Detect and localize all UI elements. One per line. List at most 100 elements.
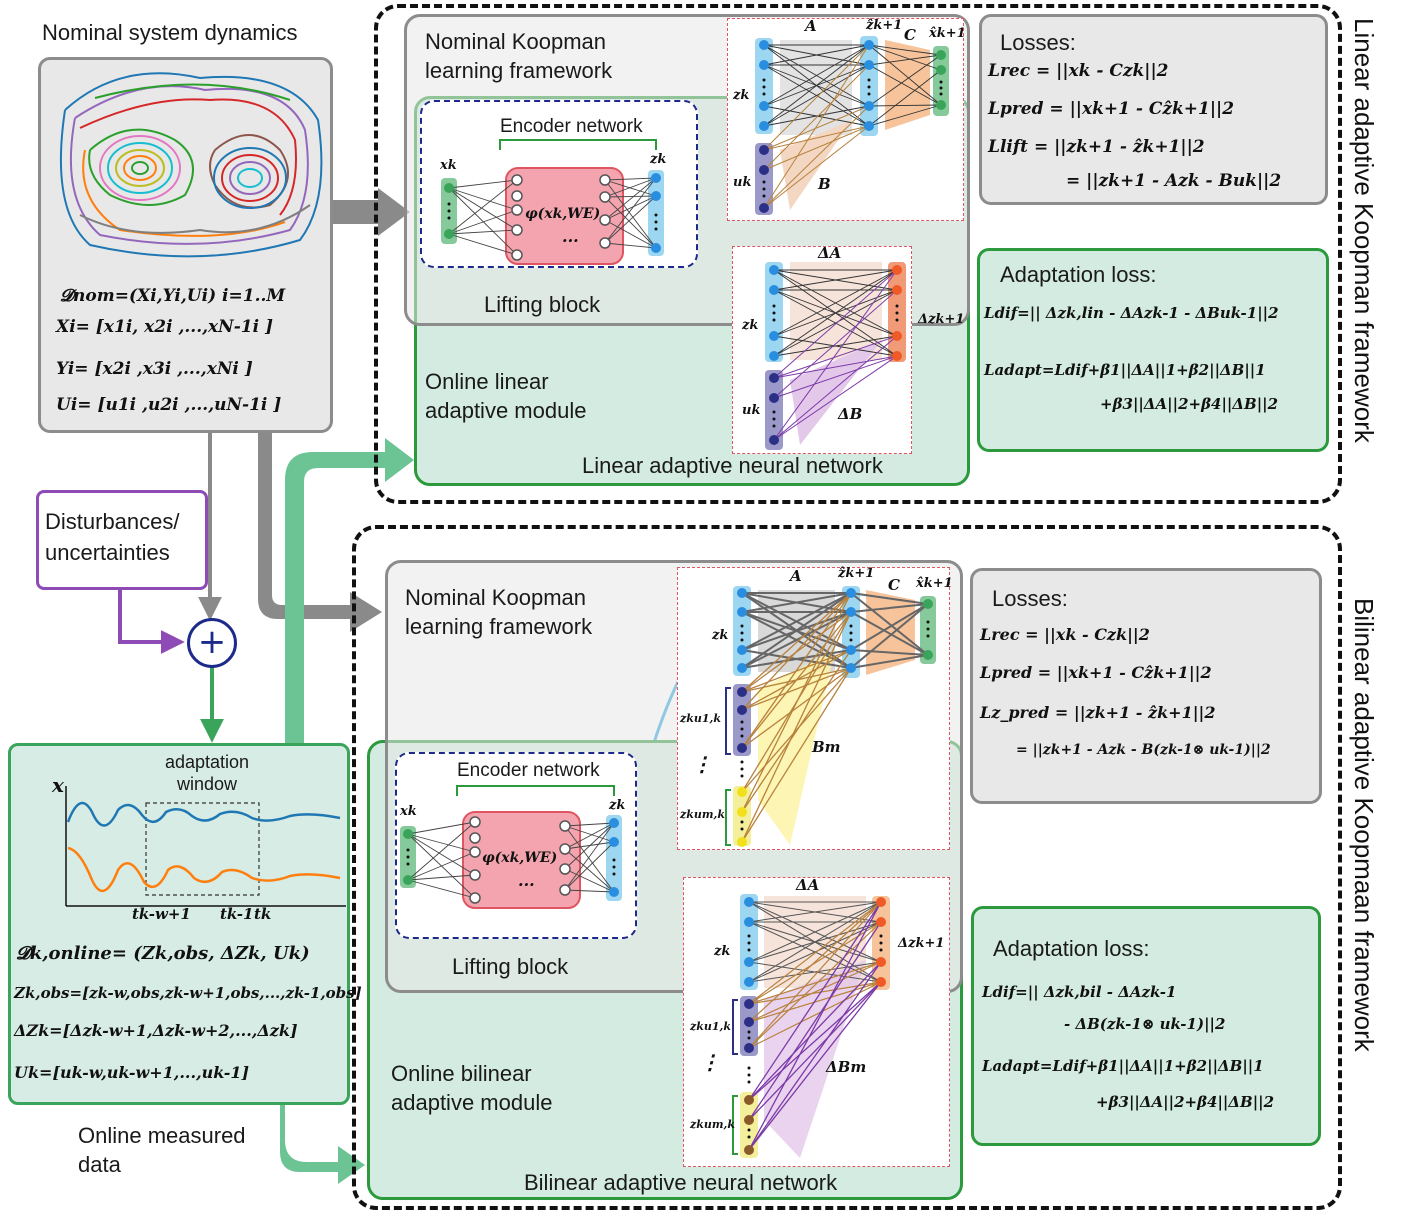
bilinear-loss-rec: Lrec = ||xk - Czk||2 [980, 625, 1150, 644]
sum-symbol: + [197, 622, 227, 662]
bilinear-net-zk: zk [712, 628, 729, 643]
linear-loss-lift2: = ||zk+1 - Azk - Buk||2 [1066, 171, 1282, 191]
adaptation-window-label: adaptation window [164, 752, 250, 794]
linear-adapt-adapt2: +β3||ΔA||2+β4||ΔB||2 [1100, 395, 1279, 413]
bilinear-phi-ellipsis: ... [518, 871, 535, 890]
linear-loss-pred: Lpred = ||xk+1 - Cẑk+1||2 [988, 99, 1235, 119]
bilinear-side-title: Bilinear adaptive Koopmaan framework [1349, 598, 1379, 1052]
bilinear-net-A: A [790, 567, 802, 585]
bilinear-net-zk2: zk [714, 944, 731, 959]
bilinear-loss-zpred2: = ||zk+1 - Azk - B(zk-1⊗ uk-1)||2 [1016, 742, 1271, 758]
bilinear-adapt-adapt2: +β3||ΔA||2+β4||ΔB||2 [1096, 1093, 1275, 1111]
linear-adapt-box [977, 248, 1329, 452]
bilinear-adapt-title: Adaptation loss: [993, 936, 1150, 961]
nominal-title: Nominal system dynamics [42, 20, 298, 45]
tick-k-minus-1: tk-1 [220, 905, 254, 923]
bilinear-loss-zpred1: Lz_pred = ||zk+1 - ẑk+1||2 [980, 703, 1216, 722]
linear-net-zk2: zk [742, 318, 759, 333]
linear-framework-frame [374, 4, 1342, 504]
bilinear-enc-zk: zk [609, 798, 626, 813]
disturbance-box: Disturbances/ uncertainties [36, 490, 208, 590]
bilinear-net-xhat: x̂k+1 [916, 576, 953, 591]
bilinear-adapt-box [971, 906, 1321, 1146]
bilinear-adapt-dif2: - ΔB(zk-1⊗ uk-1)||2 [1064, 1015, 1226, 1033]
linear-net-zk: zk [733, 88, 750, 103]
linear-net-A: A [805, 17, 817, 35]
bilinear-loss-pred: Lpred = ||xk+1 - Cẑk+1||2 [980, 663, 1212, 682]
online-eq-D: 𝓓k,online= (Zk,obs, ΔZk, Uk) [16, 943, 310, 964]
linear-net-uk2: uk [742, 403, 761, 418]
linear-net-dA: ΔA [818, 244, 842, 262]
linear-net-uk: uk [733, 175, 752, 190]
online-eq-dZ: ΔZk=[Δzk-w+1,Δzk-w+2,...,Δzk] [14, 1021, 298, 1040]
nominal-eq-Y: Yi= [x2i ,x3i ,...,xNi ] [56, 359, 253, 379]
online-axis-x: x [52, 773, 64, 797]
linear-enc-zk: zk [650, 152, 667, 167]
linear-network-label: Linear adaptive neural network [582, 453, 883, 478]
gray-arrow-linear [333, 188, 410, 236]
linear-adapt-adapt1: Ladapt=Ldif+β1||ΔA||1+β2||ΔB||1 [984, 361, 1266, 379]
linear-phi-ellipsis: ... [562, 227, 579, 246]
bilinear-net-vdots: ⋮ [692, 752, 712, 776]
tick-k: tk [254, 905, 272, 923]
linear-adapt-dif: Ldif=|| Δzk,lin - ΔAzk-1 - ΔBuk-1||2 [984, 304, 1279, 322]
bilinear-network-label: Bilinear adaptive neural network [524, 1170, 838, 1195]
bilinear-encoder-label: Encoder network [457, 760, 600, 781]
bilinear-losses-box [970, 568, 1322, 804]
green-arrow-bilinear [280, 1105, 365, 1184]
online-eq-Z: Zk,obs=[zk-w,obs,zk-w+1,obs,...,zk-1,obs… [14, 984, 362, 1002]
bilinear-net-dA: ΔA [796, 876, 820, 894]
bilinear-phi: φ(xk,WE) [482, 850, 558, 866]
linear-module-label: Online linear adaptive module [425, 369, 587, 423]
linear-losses-box [979, 14, 1328, 205]
linear-adapt-title: Adaptation loss: [1000, 262, 1157, 287]
disturbance-label: Disturbances/ uncertainties [45, 509, 180, 565]
nominal-eq-U: Ui= [u1i ,u2i ,...,uN-1i ] [56, 395, 282, 415]
linear-side-title: Linear adaptive Koopman framework [1349, 18, 1379, 443]
bilinear-net-zumb: zkum,k [690, 1118, 735, 1131]
green-arrow-linear [285, 438, 414, 745]
bilinear-net-C: C [888, 576, 900, 594]
bilinear-net-vdots2: ⋮ [700, 1050, 720, 1074]
bilinear-adapt-adapt1: Ladapt=Ldif+β1||ΔA||1+β2||ΔB||1 [982, 1057, 1264, 1075]
linear-net-zhat: ẑk+1 [866, 18, 903, 33]
bilinear-net-zu1: zku1,k [680, 712, 721, 725]
linear-net-dz: Δzk+1 [918, 312, 965, 327]
bilinear-lifting-label: Lifting block [452, 954, 569, 979]
linear-adaptive-net [732, 246, 912, 454]
bilinear-adapt-dif1: Ldif=|| Δzk,bil - ΔAzk-1 [982, 983, 1177, 1001]
bilinear-module-label: Online bilinear adaptive module [391, 1061, 553, 1115]
bilinear-enc-xk: xk [400, 804, 417, 819]
linear-koopman-title: Nominal Koopman learning framework [425, 29, 613, 83]
linear-encoder-label: Encoder network [500, 116, 643, 137]
bilinear-losses-title: Losses: [992, 586, 1068, 611]
online-data-box [8, 743, 350, 1105]
nominal-eq-X: Xi= [x1i, x2i ,...,xN-1i ] [56, 317, 274, 337]
online-eq-U: Uk=[uk-w,uk-w+1,...,uk-1] [14, 1063, 250, 1082]
linear-net-C: C [904, 26, 916, 44]
bilinear-koopman-title: Nominal Koopman learning framework [405, 585, 593, 639]
linear-lifting-label: Lifting block [484, 292, 601, 317]
linear-losses-title: Losses: [1000, 30, 1076, 55]
online-caption: Online measured data [78, 1123, 246, 1177]
linear-net-dB: ΔB [838, 405, 863, 423]
sum-node: + [187, 618, 237, 668]
bilinear-net-dz: Δzk+1 [898, 936, 945, 951]
bilinear-framework-frame [352, 525, 1342, 1210]
bilinear-net-zum: zkum,k [680, 808, 725, 821]
linear-loss-lift1: Llift = ||zk+1 - ẑk+1||2 [988, 137, 1205, 157]
bilinear-net-dBm: ΔBm [826, 1058, 867, 1076]
linear-net-xhat: x̂k+1 [929, 26, 966, 41]
bilinear-net-zhat: ẑk+1 [838, 566, 875, 581]
disturbance-to-sum-line [118, 590, 185, 654]
linear-phi: φ(xk,WE) [525, 206, 601, 222]
linear-koopman-net [727, 18, 964, 221]
linear-loss-rec: Lrec = ||xk - Czk||2 [988, 61, 1169, 81]
tick-k-w-plus-1: tk-w+1 [132, 905, 191, 923]
gray-arrow-bilinear [258, 432, 382, 632]
bilinear-net-zu1b: zku1,k [690, 1020, 731, 1033]
bilinear-net-Bm: Bm [812, 738, 841, 756]
linear-enc-xk: xk [440, 158, 457, 173]
linear-net-B: B [818, 175, 831, 193]
nominal-eq-D: 𝓓nom=(Xi,Yi,Ui) i=1..M [60, 286, 286, 306]
